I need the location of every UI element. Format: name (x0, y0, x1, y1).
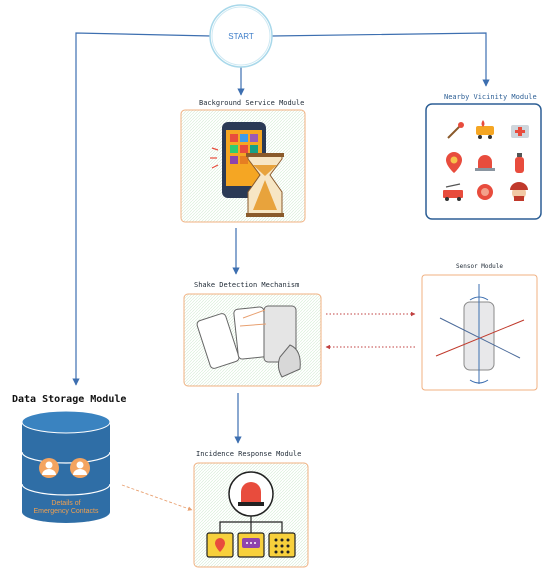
shake-detection-node[interactable] (183, 293, 322, 387)
contacts-grid-icon (268, 532, 296, 558)
phone-hourglass-icon (210, 122, 284, 217)
arrow-start-to-nearby (271, 32, 490, 87)
incidence-response-node[interactable] (193, 462, 309, 568)
location-fire-icon (446, 152, 462, 173)
arrow-start-to-storage (72, 32, 212, 386)
alarm-light-icon (475, 155, 495, 171)
contact-person-icon (39, 458, 59, 478)
fire-extinguisher-icon (515, 153, 524, 173)
connectors (72, 32, 490, 444)
nearby-vicinity-label: Nearby Vicinity Module (444, 93, 537, 101)
sensor-module-node[interactable] (421, 274, 538, 391)
fire-truck-icon (476, 120, 494, 139)
arrow-storage-to-incidence (121, 484, 193, 511)
background-service-node[interactable] (180, 109, 306, 223)
alarm-network-icon (219, 471, 283, 533)
message-icon (237, 532, 265, 558)
location-pin-icon (206, 532, 234, 558)
storage-content-text: Details of Emergency Contacts (22, 500, 110, 516)
incidence-response-label: Incidence Response Module (196, 450, 302, 458)
fire-engine-icon (443, 183, 463, 201)
background-service-label: Background Service Module (199, 99, 305, 107)
data-storage-label: Data Storage Module (12, 394, 127, 405)
storage-text-line1: Details of (51, 500, 81, 507)
phone-axes-icon (435, 284, 525, 384)
data-storage-node[interactable] (21, 410, 111, 523)
first-aid-kit-icon (511, 125, 529, 138)
storage-text-line2: Emergency Contacts (33, 508, 99, 515)
start-node[interactable] (209, 4, 273, 68)
nearby-vicinity-node[interactable] (425, 103, 542, 220)
shaking-phones-icon (196, 305, 301, 378)
match-fire-icon (447, 122, 464, 139)
contact-person-icon (70, 458, 90, 478)
firefighter-icon (510, 182, 528, 201)
fire-alarm-bell-icon (477, 184, 493, 200)
sensor-module-label: Sensor Module (456, 263, 503, 270)
shake-detection-label: Shake Detection Mechanism (194, 281, 300, 289)
start-label: START (228, 32, 254, 41)
